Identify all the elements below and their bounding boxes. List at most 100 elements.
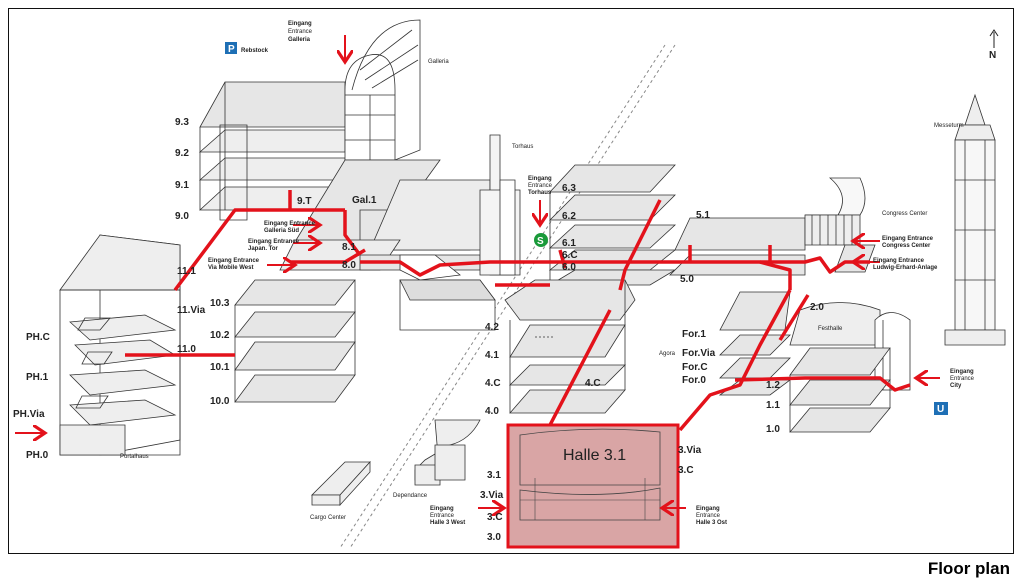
- level-6-0: 6.0: [562, 262, 576, 273]
- level-8-0: 8.0: [342, 260, 356, 271]
- railway-line: [339, 44, 676, 549]
- hall-1-building[interactable]: [789, 347, 891, 433]
- level-4-c: 4.C: [485, 378, 501, 389]
- ubahn-symbol: U: [937, 404, 944, 415]
- level-9-3: 9.3: [175, 117, 189, 128]
- cargo-center-building[interactable]: [311, 460, 371, 507]
- entrance-torhaus-1: Eingang: [528, 176, 552, 182]
- entrance-galleria-3: Galleria: [288, 37, 311, 43]
- level-1-2: 1.2: [766, 380, 780, 391]
- entrance-via-mobile-2: Via Mobile West: [208, 265, 253, 271]
- entrance-arrows: [15, 35, 940, 508]
- level-gal-1: Gal.1: [352, 195, 377, 206]
- hall-10-building[interactable]: [234, 279, 356, 403]
- floor-plan-caption: Floor plan: [927, 559, 1010, 578]
- entrance-ludwig-1: Eingang Entrance: [873, 258, 925, 264]
- congress-center-building[interactable]: [804, 177, 876, 273]
- cargo-center-label: Cargo Center: [310, 515, 346, 521]
- level-9-t: 9.T: [297, 196, 311, 207]
- festhalle-label: Festhalle: [818, 326, 843, 332]
- level-10-2: 10.2: [210, 330, 230, 341]
- entrance-city-2: Entrance: [950, 376, 975, 382]
- level-3-0: 3.0: [487, 532, 501, 543]
- level-1-0: 1.0: [766, 424, 780, 435]
- entrance-japan-tor-2: Japan. Tor: [248, 246, 279, 252]
- sbahn-symbol: S: [537, 236, 544, 247]
- level-ph-via: PH.Via: [13, 409, 45, 420]
- level-9-1: 9.1: [175, 180, 189, 191]
- level-5-1: 5.1: [696, 210, 710, 221]
- level-for-via: For.Via: [682, 348, 716, 359]
- level-6-2: 6.2: [562, 211, 576, 222]
- entrance-ludwig-2: Ludwig-Erhard-Anlage: [873, 265, 938, 271]
- level-11-1: 11.1: [177, 266, 196, 277]
- entrance-city-1: Eingang: [950, 369, 974, 375]
- north-compass: N: [989, 29, 999, 61]
- level-3-via: 3.Via: [480, 490, 504, 501]
- entrance-japan-tor-1: Eingang Entrance: [248, 239, 300, 245]
- entrance-labels: Eingang Entrance Galleria Eingang Entran…: [208, 21, 975, 526]
- level-8-1: 8.1: [342, 242, 356, 253]
- level-ph-0: PH.0: [26, 450, 49, 461]
- level-4-c-east: 4.C: [585, 378, 601, 389]
- messeturm-label: Messeturm: [934, 123, 964, 129]
- compass-label: N: [989, 50, 996, 61]
- level-3-c: 3.C: [487, 512, 503, 523]
- level-3-c-east: 3.C: [678, 465, 694, 476]
- level-4-0: 4.0: [485, 406, 499, 417]
- parking-sign: P Rebstock: [225, 42, 269, 55]
- level-10-0: 10.0: [210, 396, 230, 407]
- parking-label: Rebstock: [241, 48, 269, 54]
- level-4-2: 4.2: [485, 322, 499, 333]
- level-ph-c: PH.C: [26, 332, 50, 343]
- galleria-label: Galleria: [428, 59, 449, 65]
- level-3-via-east: 3.Via: [678, 445, 702, 456]
- congress-center-label: Congress Center: [882, 211, 927, 217]
- level-3-1: 3.1: [487, 470, 501, 481]
- hall-3-highlight[interactable]: [506, 423, 680, 549]
- level-10-1: 10.1: [210, 362, 230, 373]
- level-9-2: 9.2: [175, 148, 189, 159]
- level-9-0: 9.0: [175, 211, 189, 222]
- ubahn-icon: U: [934, 402, 948, 415]
- entrance-via-mobile-1: Eingang Entrance: [208, 258, 260, 264]
- entrance-halle3-west-1: Eingang: [430, 506, 454, 512]
- level-6-c: 6.C: [562, 250, 578, 261]
- level-11-0: 11.0: [177, 344, 196, 355]
- messeturm-building[interactable]: [944, 93, 1006, 346]
- level-10-3: 10.3: [210, 298, 230, 309]
- entrance-halle3-west-3: Halle 3 West: [430, 520, 465, 526]
- level-labels: 9.3 9.2 9.1 9.0 9.T Gal.1 8.1 8.0 11.1 1…: [13, 117, 824, 543]
- hall-11-building[interactable]: [59, 234, 181, 456]
- level-2-0: 2.0: [810, 302, 824, 313]
- level-for-c: For.C: [682, 362, 708, 373]
- sbahn-icon: S: [534, 233, 548, 247]
- entrance-galleria-2: Entrance: [288, 29, 313, 35]
- level-for-1: For.1: [682, 329, 706, 340]
- entrance-galleria-1: Eingang: [288, 21, 312, 27]
- torhaus-building[interactable]: [399, 134, 521, 331]
- level-1-1: 1.1: [766, 400, 780, 411]
- dependance-building[interactable]: [414, 419, 481, 486]
- entrance-torhaus-3: Torhaus: [528, 190, 552, 196]
- agora-label: Agora: [659, 351, 676, 357]
- level-5-0: 5.0: [680, 274, 694, 285]
- torhaus-label: Torhaus: [512, 144, 533, 150]
- halle-3-1-label: Halle 3.1: [563, 447, 626, 464]
- entrance-halle3-ost-1: Eingang: [696, 506, 720, 512]
- entrance-halle3-ost-2: Entrance: [696, 513, 721, 519]
- entrance-halle3-ost-3: Halle 3 Ost: [696, 520, 727, 526]
- level-6-3: 6.3: [562, 183, 576, 194]
- entrance-city-3: City: [950, 383, 962, 389]
- hall-4-building[interactable]: [504, 279, 636, 414]
- level-ph-1: PH.1: [26, 372, 49, 383]
- portalhaus-label: Portalhaus: [120, 454, 149, 460]
- entrance-torhaus-2: Entrance: [528, 183, 553, 189]
- parking-symbol: P: [228, 44, 235, 55]
- entrance-galleria-sued-2: Galleria Süd: [264, 228, 299, 234]
- level-for-0: For.0: [682, 375, 706, 386]
- entrance-congress-1: Eingang Entrance: [882, 236, 934, 242]
- dependance-label: Dependance: [393, 493, 428, 499]
- level-6-1: 6.1: [562, 238, 576, 249]
